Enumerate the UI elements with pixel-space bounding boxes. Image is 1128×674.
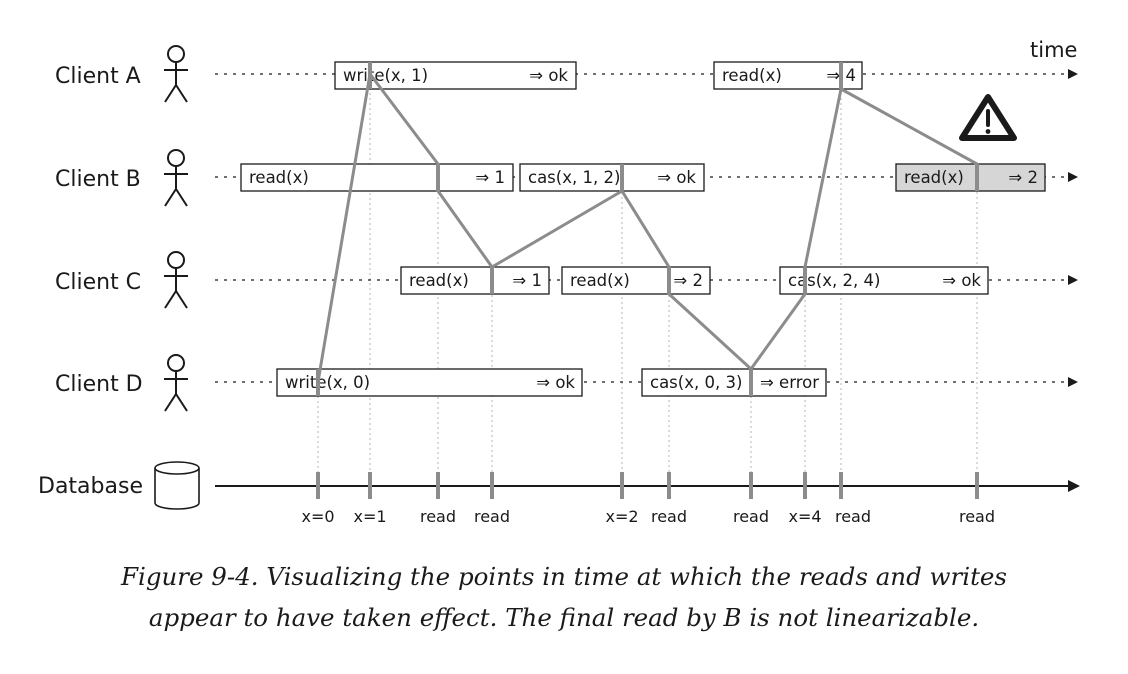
op-label: read(x) [722,66,782,85]
database-timeline-arrowhead [1068,480,1080,492]
db-tick-label: read [651,507,687,526]
db-tick-label: x=4 [788,507,821,526]
op-box-d-cas: cas(x, 0, 3) ⇒ error [641,368,827,397]
op-box-b-cas: cas(x, 1, 2) ⇒ ok [519,163,705,192]
op-box-b-read-1: read(x) ⇒ 1 [240,163,514,192]
op-label: read(x) [904,168,964,187]
database-tick-marks [316,472,979,499]
op-result: ⇒ 2 [673,271,703,290]
client-d-person-icon [164,354,188,412]
op-result: ⇒ ok [657,168,696,187]
op-label: cas(x, 2, 4) [788,271,880,290]
op-box-d-write: write(x, 0) ⇒ ok [276,368,583,397]
client-c-person-icon [164,251,188,309]
op-result: ⇒ 1 [512,271,542,290]
client-c-label: Client C [55,270,141,295]
db-tick-label: x=0 [301,507,334,526]
client-b-label: Client B [55,167,141,192]
op-box-c-read-2: read(x) ⇒ 2 [561,266,711,295]
client-d-label: Client D [55,372,143,397]
op-result: ⇒ ok [536,373,575,392]
op-box-a-write: write(x, 1) ⇒ ok [334,61,577,90]
op-result: ⇒ error [760,373,819,392]
db-tick-label: read [474,507,510,526]
op-label: read(x) [570,271,630,290]
op-label: write(x, 1) [343,66,428,85]
client-a-person-icon [164,45,188,103]
op-label: read(x) [409,271,469,290]
op-box-b-read-2-highlighted: read(x) ⇒ 2 [895,163,1046,192]
op-label: write(x, 0) [285,373,370,392]
op-box-c-read-1: read(x) ⇒ 1 [400,266,550,295]
figure-caption-line-1: Figure 9-4. Visualizing the points in ti… [121,562,1007,591]
db-tick-label: read [733,507,769,526]
op-result: ⇒ 1 [475,168,505,187]
op-result: ⇒ 2 [1008,168,1038,187]
db-tick-label: read [835,507,871,526]
effect-point-markers [316,62,979,396]
client-b-person-icon [164,149,188,207]
op-label: cas(x, 0, 3) [650,373,742,392]
figure-caption-line-2: appear to have taken effect. The final r… [148,603,980,632]
client-a-label: Client A [55,64,141,89]
op-label: read(x) [249,168,309,187]
db-tick-label: read [959,507,995,526]
linearizability-diagram: Client A Client B Client C Client D Data… [38,38,1080,526]
time-label: time [1030,38,1077,62]
op-result: ⇒ ok [942,271,981,290]
db-tick-label: read [420,507,456,526]
database-label: Database [38,474,143,499]
value-flow-lines [316,72,979,384]
database-cylinder-icon [154,461,200,510]
db-tick-label: x=2 [605,507,638,526]
warning-triangle-icon [959,94,1017,141]
op-box-c-cas: cas(x, 2, 4) ⇒ ok [779,266,989,295]
timeline-arrowheads [1068,69,1078,387]
db-tick-label: x=1 [353,507,386,526]
op-result: ⇒ ok [529,66,568,85]
op-label: cas(x, 1, 2) [528,168,620,187]
